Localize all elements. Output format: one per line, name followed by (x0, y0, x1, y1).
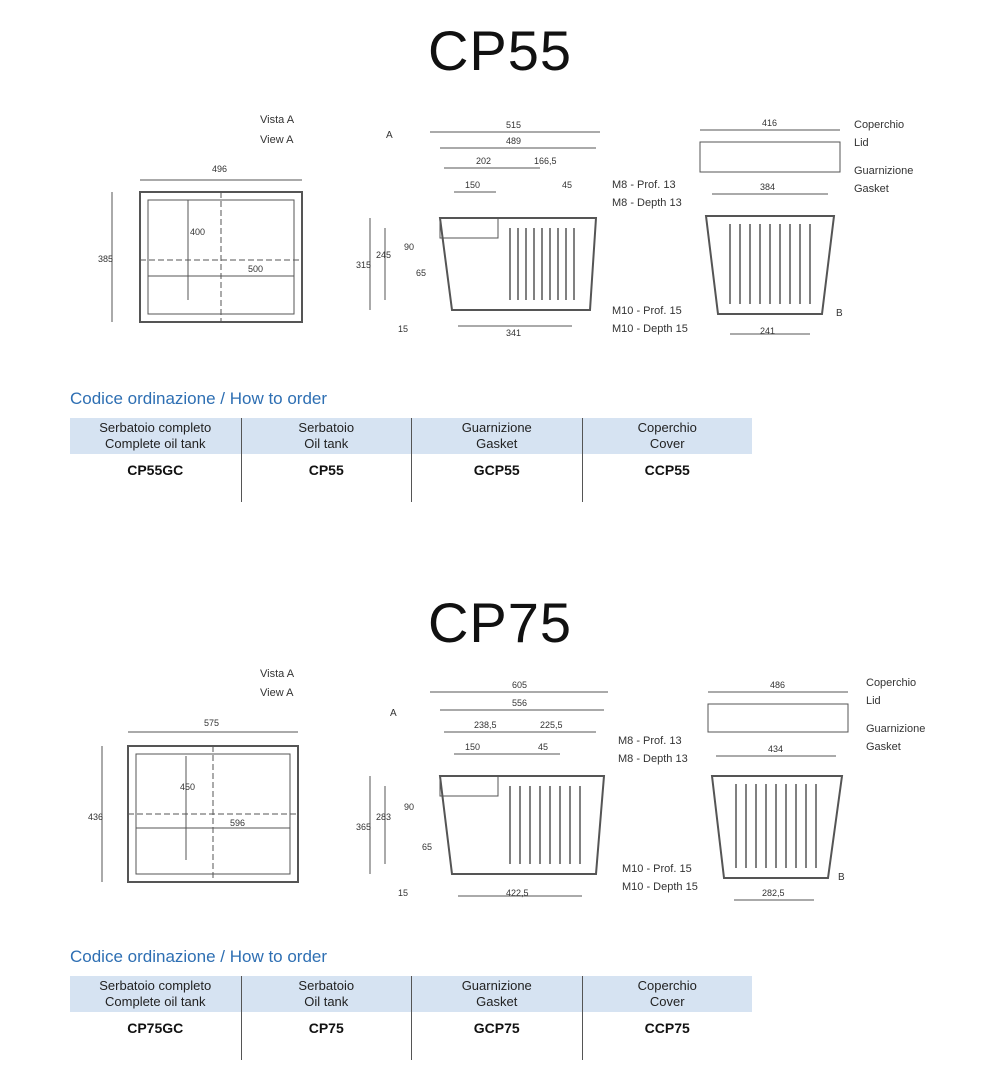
order-heading: Codice ordinazione / How to order (70, 947, 328, 966)
code-cover: CCP75 (581, 1012, 753, 1060)
code-oil-tank: CP55 (240, 454, 412, 502)
view-label-it: Vista A (260, 114, 295, 126)
view-label-en: View A (260, 687, 294, 699)
m10-label-it: M10 - Prof. 15 (622, 863, 692, 875)
dim-front-inner: 489 (506, 136, 521, 146)
dim-front-90: 90 (404, 802, 414, 812)
gasket-label-en: Gasket (854, 183, 889, 195)
order-table-row: CP75GC CP75 GCP75 CCP75 (70, 1012, 752, 1060)
product-title: CP75 (427, 591, 573, 654)
order-heading: Codice ordinazione / How to order (70, 389, 328, 408)
dim-top-inner-w: 500 (248, 264, 263, 274)
dim-side-top: 486 (770, 680, 785, 690)
dim-front-bottom: 341 (506, 328, 521, 338)
view-label-en: View A (260, 134, 294, 146)
m8-label-en: M8 - Depth 13 (612, 197, 682, 209)
lid-label-it: Coperchio (866, 677, 916, 689)
code-cover: CCP55 (581, 454, 753, 502)
code-gasket: GCP55 (411, 454, 582, 502)
dim-front-inner: 556 (512, 698, 527, 708)
dim-front-45: 45 (538, 742, 548, 752)
gasket-label-en: Gasket (866, 741, 901, 753)
dim-front-sub: 150 (465, 742, 480, 752)
dim-side-inner: 434 (768, 744, 783, 754)
m10-label-it: M10 - Prof. 15 (612, 305, 682, 317)
dim-front-h-inner: 283 (376, 812, 391, 822)
dim-front-15: 15 (398, 324, 408, 334)
dim-front-left: 238,5 (474, 720, 497, 730)
order-table-row: CP55GC CP55 GCP55 CCP55 (70, 454, 752, 502)
dim-top-width: 575 (204, 718, 219, 728)
dim-front-outer: 515 (506, 120, 521, 130)
dim-side-bottom: 282,5 (762, 888, 785, 898)
dim-side-bottom: 241 (760, 326, 775, 336)
dim-side-inner: 384 (760, 182, 775, 192)
m8-label-en: M8 - Depth 13 (618, 753, 688, 765)
dim-top-inner-h: 400 (190, 227, 205, 237)
dim-front-right: 166,5 (534, 156, 557, 166)
code-oil-tank: CP75 (240, 1012, 412, 1060)
side-view (699, 129, 841, 335)
gasket-label-it: Guarnizione (854, 165, 913, 177)
dim-top-inner-h: 450 (180, 782, 195, 792)
arrow-label: A (390, 708, 397, 719)
dim-front-h-outer: 365 (356, 822, 371, 832)
m8-label-it: M8 - Prof. 13 (612, 179, 676, 191)
dim-top-height: 436 (88, 812, 103, 822)
dim-side-top: 416 (762, 118, 777, 128)
m10-label-en: M10 - Depth 15 (622, 881, 698, 893)
top-view (101, 731, 299, 883)
front-view (369, 691, 608, 897)
dim-front-outer: 605 (512, 680, 527, 690)
dim-front-65: 65 (416, 268, 426, 278)
dim-front-bottom: 422,5 (506, 888, 529, 898)
dim-front-left: 202 (476, 156, 491, 166)
code-gasket: GCP75 (411, 1012, 582, 1060)
dim-front-h-outer: 315 (356, 260, 371, 270)
dim-front-45: 45 (562, 180, 572, 190)
front-view (369, 131, 600, 327)
arrow-label: A (386, 130, 393, 141)
side-b-label: B (838, 872, 845, 883)
view-label-it: Vista A (260, 668, 295, 680)
lid-label-en: Lid (854, 137, 869, 149)
side-view (707, 691, 849, 901)
dim-top-inner-w: 596 (230, 818, 245, 828)
dim-top-width: 496 (212, 164, 227, 174)
dim-front-right: 225,5 (540, 720, 563, 730)
side-b-label: B (836, 308, 843, 319)
code-complete-tank: CP55GC (127, 462, 184, 478)
lid-label-it: Coperchio (854, 119, 904, 131)
lid-label-en: Lid (866, 695, 881, 707)
code-complete-tank: CP75GC (127, 1020, 184, 1036)
dim-front-h-inner: 245 (376, 250, 391, 260)
dim-front-15: 15 (398, 888, 408, 898)
gasket-label-it: Guarnizione (866, 723, 925, 735)
top-view (111, 179, 303, 323)
m10-label-en: M10 - Depth 15 (612, 323, 688, 335)
m8-label-it: M8 - Prof. 13 (618, 735, 682, 747)
technical-drawing: Vista A View A 575 436 450 596 A 605 556… (88, 668, 925, 901)
dim-front-65: 65 (422, 842, 432, 852)
technical-drawing: Vista A View A 496 385 400 500 A 515 489… (98, 114, 913, 338)
dim-top-height: 385 (98, 254, 113, 264)
product-title: CP55 (427, 19, 573, 82)
dim-front-90: 90 (404, 242, 414, 252)
dim-front-sub: 150 (465, 180, 480, 190)
